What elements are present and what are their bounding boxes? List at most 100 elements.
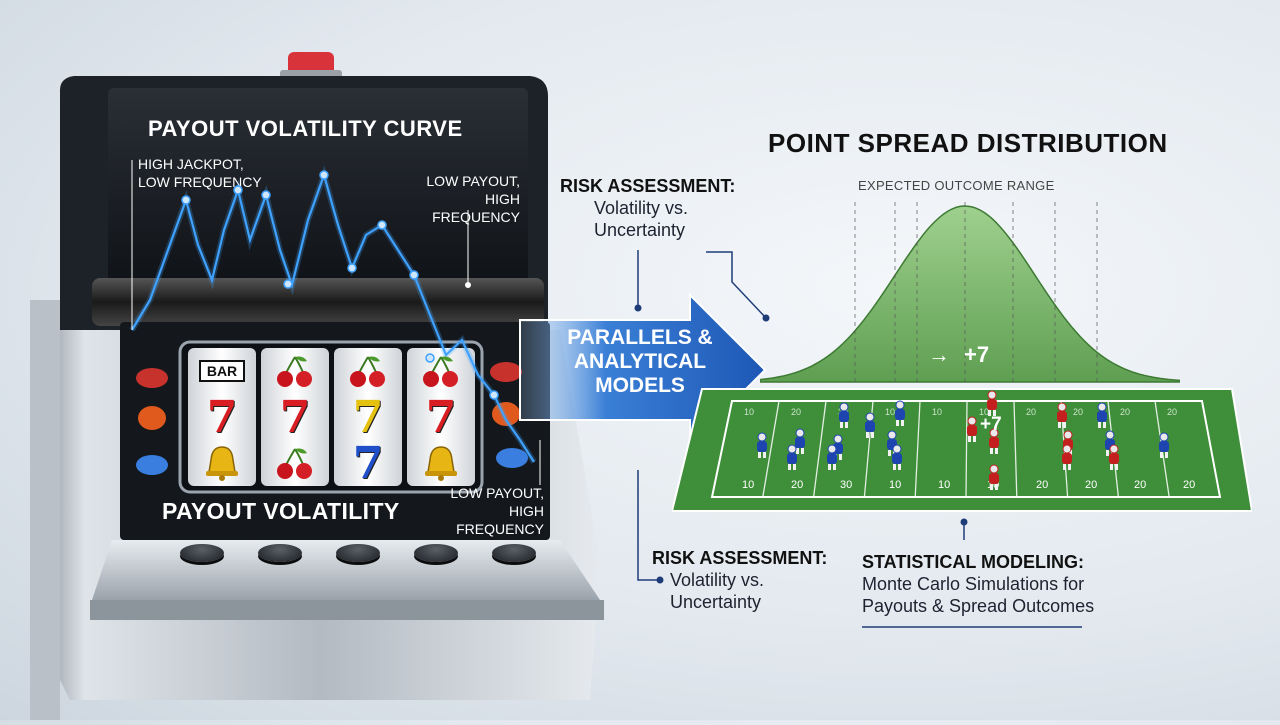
annotation-low-top-line-1: LOW PAYOUT, xyxy=(426,173,520,189)
distribution-marker-label: +7 xyxy=(964,342,990,367)
curve-point xyxy=(319,170,329,180)
blue-player xyxy=(865,412,875,438)
yard-number: 10 xyxy=(979,407,989,417)
curve-point xyxy=(283,279,293,289)
blue-player xyxy=(892,444,902,470)
seven-symbol: 7 xyxy=(352,391,384,443)
yard-line xyxy=(762,400,780,498)
yard-number: 20 xyxy=(1120,407,1130,417)
curve-point xyxy=(233,185,243,195)
distribution-marker: → +7 xyxy=(928,342,989,368)
yard-number: 10 xyxy=(889,479,901,491)
blue-player xyxy=(1159,432,1169,458)
curve-line xyxy=(131,171,535,463)
statistical-modeling: STATISTICAL MODELING: Monte Carlo Simula… xyxy=(862,552,1162,617)
red-player xyxy=(1062,444,1072,470)
football-field: 1010202030301010101010102020202020202020 xyxy=(672,388,1252,512)
red-player xyxy=(1109,444,1119,470)
yard-line xyxy=(1013,400,1018,498)
cherry-icon xyxy=(261,348,329,394)
expected-outcome-range-label: EXPECTED OUTCOME RANGE xyxy=(858,178,1055,193)
bell-curve-area xyxy=(760,205,1180,383)
blue-player xyxy=(895,400,905,426)
yard-number: 20 xyxy=(1167,407,1177,417)
risk-bottom-line-2: Uncertainty xyxy=(670,592,762,612)
yard-number: 10 xyxy=(885,407,895,417)
annotation-high-line-1: HIGH JACKPOT, xyxy=(138,156,244,172)
slot-button-3[interactable] xyxy=(336,544,380,562)
risk-assessment-bottom: RISK ASSESSMENT: Volatility vs. Uncertai… xyxy=(652,548,842,613)
red-player xyxy=(989,464,999,490)
stat-model-line-1: Monte Carlo Simulations for xyxy=(862,574,1085,594)
screen-title: PAYOUT VOLATILITY CURVE xyxy=(148,116,463,141)
yard-number: 10 xyxy=(938,479,950,491)
seven-symbol: 7 xyxy=(279,391,311,443)
yard-number: 10 xyxy=(742,479,754,491)
yard-number: 20 xyxy=(1073,407,1083,417)
curve-point xyxy=(409,270,419,280)
yard-line xyxy=(965,400,968,498)
cherry-icon xyxy=(334,348,402,394)
slot-button-4[interactable] xyxy=(414,544,458,562)
slot-button-2[interactable] xyxy=(258,544,302,562)
yard-number: 20 xyxy=(1036,479,1048,491)
yard-number: 20 xyxy=(1134,479,1146,491)
reel-2: 7 xyxy=(261,348,329,486)
blue-player xyxy=(1097,402,1107,428)
blue-player xyxy=(839,402,849,428)
seven-symbol: 7 xyxy=(352,437,384,489)
red-player xyxy=(1057,402,1067,428)
risk-top-line-1: Volatility vs. xyxy=(594,198,689,218)
slot-buttons xyxy=(180,540,560,570)
yard-number: 30 xyxy=(840,479,852,491)
yard-line xyxy=(711,400,733,498)
curve-point xyxy=(261,190,271,200)
arrow-right-icon: → xyxy=(928,342,950,367)
yard-number: 20 xyxy=(1026,407,1036,417)
stat-model-title: STATISTICAL MODELING: xyxy=(862,552,1084,572)
slot-button-5[interactable] xyxy=(492,544,536,562)
risk-top-line-2: Uncertainty xyxy=(594,220,686,240)
curve-point xyxy=(489,390,499,400)
risk-bottom-line-1: Volatility vs. xyxy=(670,570,765,590)
red-player xyxy=(989,428,999,454)
yard-number: 20 xyxy=(1085,479,1097,491)
annotation-low-bottom: LOW PAYOUT, HIGH FREQUENCY xyxy=(420,484,544,538)
seven-symbol: 7 xyxy=(425,391,457,443)
leader-dot xyxy=(465,282,471,288)
risk-assessment-top: RISK ASSESSMENT: Volatility vs. Uncertai… xyxy=(560,176,740,241)
yard-number: 10 xyxy=(932,407,942,417)
risk-bottom-title: RISK ASSESSMENT: xyxy=(652,548,828,568)
annotation-high-line-2: LOW FREQUENCY xyxy=(138,174,262,190)
slot-button-1[interactable] xyxy=(180,544,224,562)
bell-icon xyxy=(407,440,475,486)
yard-number: 20 xyxy=(1183,479,1195,491)
cherry-icon xyxy=(261,440,329,486)
bell-icon xyxy=(188,440,256,486)
blue-player xyxy=(787,444,797,470)
yard-number: 10 xyxy=(744,407,754,417)
curve-point xyxy=(377,220,387,230)
arrow-line-1: PARALLELS & xyxy=(567,326,713,349)
cherry-icon xyxy=(407,348,475,394)
curve-point xyxy=(347,263,357,273)
annotation-low-top-line-2: HIGH FREQUENCY xyxy=(432,191,520,225)
point-spread-bell-curve xyxy=(760,202,1180,383)
red-player xyxy=(967,416,977,442)
red-player xyxy=(987,390,997,416)
annotation-low-bottom-line-1: LOW PAYOUT, xyxy=(450,485,544,501)
annotation-high-jackpot: HIGH JACKPOT, LOW FREQUENCY xyxy=(138,155,262,191)
blue-player xyxy=(795,428,805,454)
curve-point xyxy=(425,353,435,363)
field-marker: +7 xyxy=(980,414,1002,436)
arrow-line-2: ANALYTICAL xyxy=(573,350,707,373)
reel-4: 7 xyxy=(407,348,475,486)
payout-volatility-curve xyxy=(129,160,541,485)
seven-symbol: 7 xyxy=(206,391,238,443)
yard-line xyxy=(914,400,921,498)
distribution-title: POINT SPREAD DISTRIBUTION xyxy=(768,128,1168,158)
